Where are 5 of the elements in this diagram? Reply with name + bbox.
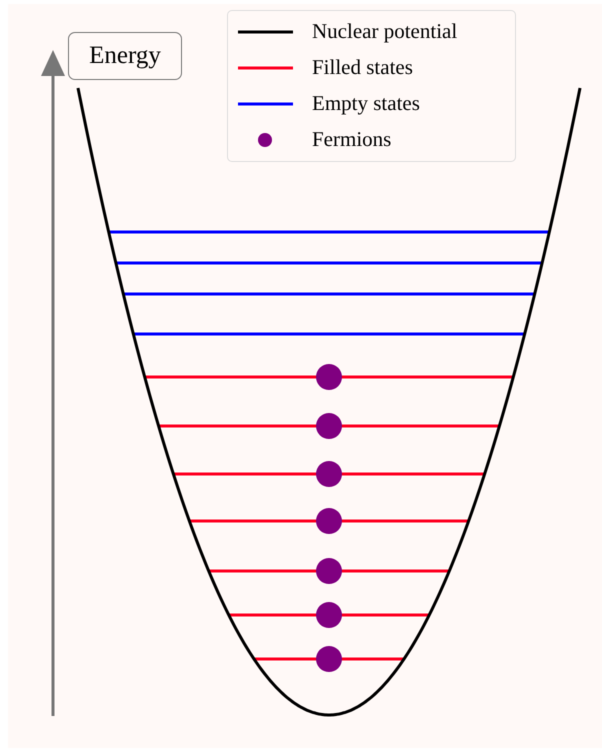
legend-label: Nuclear potential	[312, 19, 458, 43]
legend-label: Filled states	[312, 55, 413, 79]
axis-label-box: Energy	[68, 32, 182, 80]
legend-label: Fermions	[312, 127, 392, 151]
legend-label: Empty states	[312, 91, 420, 115]
